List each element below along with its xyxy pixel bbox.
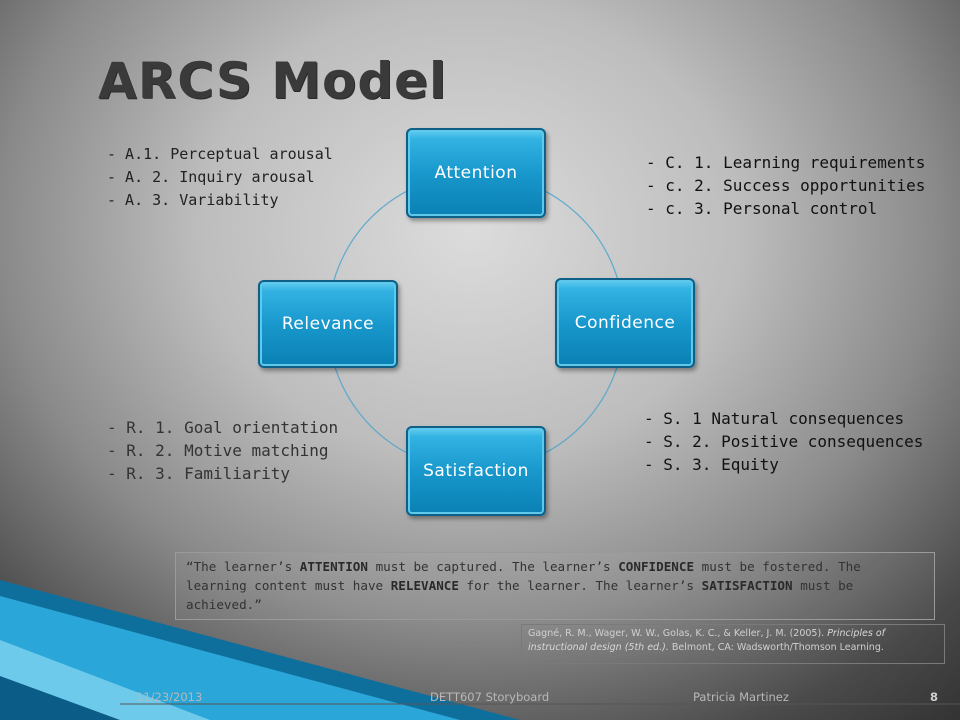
satisfaction-list: - S. 1 Natural consequences - S. 2. Posi… — [644, 407, 923, 476]
citation-book-title: Principles of instructional design (5th … — [528, 628, 886, 653]
page-number: 8 — [930, 690, 939, 704]
quote-text: must be captured. The learner’s — [367, 559, 619, 574]
citation-publisher: Belmont, CA: Wadsworth/Thomson Learning. — [668, 642, 884, 653]
relevance-list: - R. 1. Goal orientation - R. 2. Motive … — [107, 416, 338, 485]
relevance-label: Relevance — [281, 314, 375, 334]
attention-list: - A.1. Perceptual arousal - A. 2. Inquir… — [107, 143, 333, 212]
confidence-label: Confidence — [574, 313, 676, 333]
quote-keyword-satisfaction: SATISFACTION — [701, 578, 793, 593]
satisfaction-item: - S. 1 Natural consequences — [644, 409, 905, 428]
satisfaction-item: - S. 2. Positive consequences — [644, 432, 924, 451]
confidence-item: - C. 1. Learning requirements — [646, 153, 926, 172]
quote-keyword-confidence: CONFIDENCE — [618, 559, 695, 574]
satisfaction-box: Satisfaction — [406, 426, 546, 516]
satisfaction-item: - S. 3. Equity — [644, 455, 779, 474]
relevance-item: - R. 3. Familiarity — [107, 464, 291, 483]
confidence-list: - C. 1. Learning requirements - c. 2. Su… — [646, 151, 925, 220]
attention-box: Attention — [406, 128, 546, 218]
relevance-item: - R. 2. Motive matching — [107, 441, 329, 460]
attention-item: - A.1. Perceptual arousal — [107, 145, 333, 163]
quote-keyword-attention: ATTENTION — [299, 559, 368, 574]
quote-text: must be achieved.” — [186, 578, 854, 612]
quote-text: for the learner. The learner’s — [458, 578, 702, 593]
quote-text: must be fostered. The learning content m… — [186, 559, 861, 593]
relevance-item: - R. 1. Goal orientation — [107, 418, 339, 437]
confidence-item: - c. 2. Success opportunities — [646, 176, 926, 195]
quote-text: “The learner’s — [186, 559, 300, 574]
slide-title: ARCS Model — [98, 52, 448, 110]
satisfaction-label: Satisfaction — [423, 461, 529, 481]
citation-box: Gagné, R. M., Wager, W. W., Golas, K. C.… — [521, 624, 945, 664]
relevance-box: Relevance — [258, 280, 398, 368]
quote-box: “The learner’s ATTENTION must be capture… — [175, 552, 935, 620]
footer-title: DETT607 Storyboard — [430, 690, 550, 704]
attention-label: Attention — [434, 163, 518, 183]
attention-item: - A. 2. Inquiry arousal — [107, 168, 315, 186]
citation-authors: Gagné, R. M., Wager, W. W., Golas, K. C.… — [528, 628, 828, 639]
footer-date: 11/23/2013 — [136, 690, 203, 704]
quote-keyword-relevance: RELEVANCE — [390, 578, 459, 593]
confidence-box: Confidence — [555, 278, 695, 368]
confidence-item: - c. 3. Personal control — [646, 199, 878, 218]
attention-item: - A. 3. Variability — [107, 191, 279, 209]
corner-swoosh-deep — [0, 676, 120, 720]
footer-author: Patricia Martinez — [693, 690, 789, 704]
